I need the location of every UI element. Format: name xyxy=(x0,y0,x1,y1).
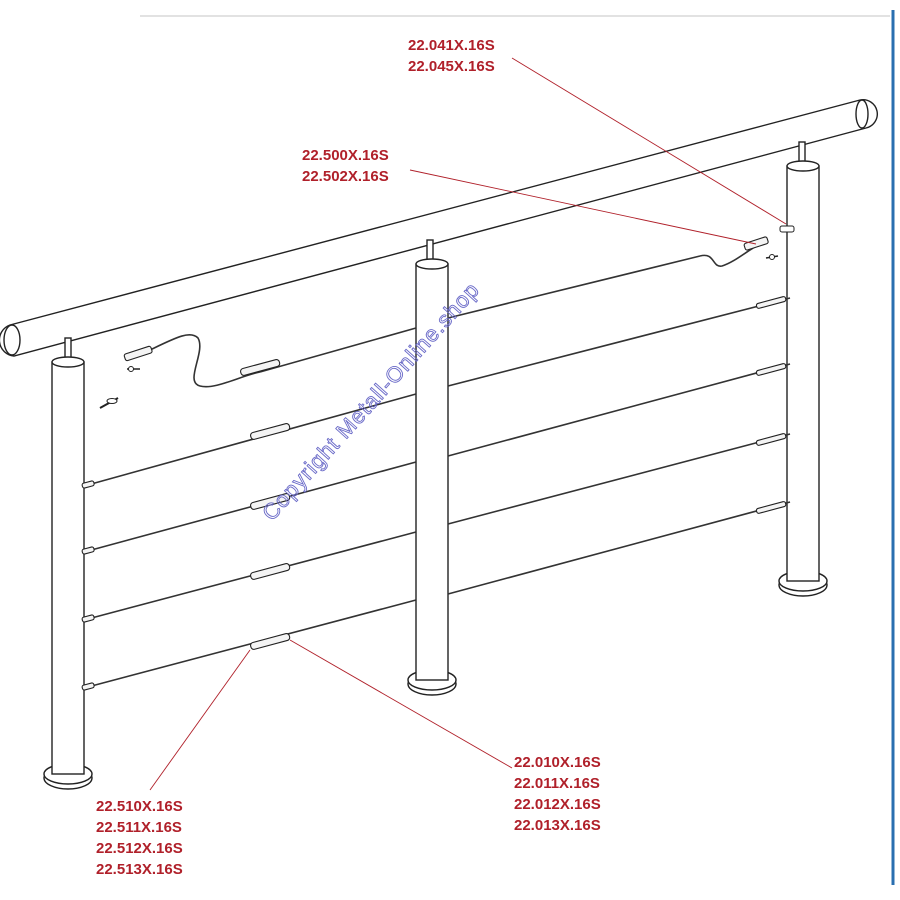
leader-bottom-right xyxy=(289,639,513,769)
part-number: 22.011X.16S xyxy=(514,775,600,792)
cable-row-2 xyxy=(81,296,791,489)
cable-row-3 xyxy=(81,363,791,555)
leader-top-right xyxy=(511,57,787,225)
label-group-top-middle: 22.500X.16S 22.502X.16S xyxy=(302,147,389,185)
screw-right-1 xyxy=(779,225,795,233)
handrail xyxy=(0,98,878,357)
cable-row-4 xyxy=(81,433,791,623)
part-number: 22.012X.16S xyxy=(514,796,601,813)
screw-left-1 xyxy=(127,366,140,372)
part-number: 22.511X.16S xyxy=(96,819,182,836)
part-number: 22.013X.16S xyxy=(514,817,601,834)
part-number: 22.513X.16S xyxy=(96,861,183,878)
part-number: 22.502X.16S xyxy=(302,168,389,185)
screw-right-2 xyxy=(765,254,779,260)
part-number: 22.010X.16S xyxy=(514,754,601,771)
end-fitting-right xyxy=(743,236,769,251)
pin-left xyxy=(99,397,119,409)
label-group-top-right: 22.041X.16S 22.045X.16S xyxy=(408,37,495,75)
part-number: 22.510X.16S xyxy=(96,798,183,815)
post-middle xyxy=(407,239,457,696)
part-number: 22.500X.16S xyxy=(302,147,389,164)
cable-row-5 xyxy=(81,501,791,691)
watermark-text: Copyright Metall-Online.shop xyxy=(257,277,484,525)
label-group-bottom-left: 22.510X.16S 22.511X.16S 22.512X.16S 22.5… xyxy=(96,798,183,878)
label-group-bottom-right: 22.010X.16S 22.011X.16S 22.012X.16S 22.0… xyxy=(514,754,601,834)
cable-row-1 xyxy=(123,236,769,388)
leader-bottom-left xyxy=(149,649,251,791)
end-fitting-left xyxy=(123,345,153,362)
post-right xyxy=(778,141,828,597)
post-left xyxy=(43,337,93,790)
part-number: 22.512X.16S xyxy=(96,840,183,857)
part-number: 22.041X.16S xyxy=(408,37,495,54)
part-number: 22.045X.16S xyxy=(408,58,495,75)
leader-top-middle xyxy=(409,169,757,245)
